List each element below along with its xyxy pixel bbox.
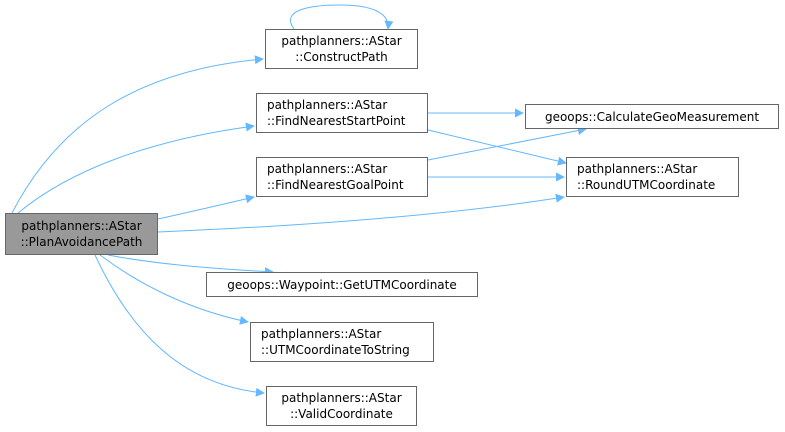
node-line: pathplanners::AStar (577, 162, 698, 176)
edge-plan-to-startpt (17, 122, 255, 214)
node-utm-coordinate-to-string[interactable]: pathplanners::AStar ::UTMCoordinateToStr… (250, 322, 434, 362)
node-line: geoops::CalculateGeoMeasurement (544, 109, 760, 124)
node-line: pathplanners::AStar (21, 219, 142, 233)
node-line: ::ValidCoordinate (290, 407, 393, 421)
edge-plan-to-getutm (107, 254, 274, 277)
node-line: pathplanners::AStar (261, 327, 382, 341)
node-line: ::ConstructPath (295, 50, 388, 64)
node-line: pathplanners::AStar (281, 34, 402, 48)
node-line: ::RoundUTMCoordinate (577, 178, 716, 192)
node-plan-avoidance-path[interactable]: pathplanners::AStar ::PlanAvoidancePath (5, 213, 158, 255)
edge-plan-to-goalpt (157, 194, 255, 220)
node-line: ::PlanAvoidancePath (20, 235, 143, 249)
node-line: pathplanners::AStar (267, 98, 388, 112)
edge-plan-to-valid (94, 254, 265, 397)
node-valid-coordinate[interactable]: pathplanners::AStar ::ValidCoordinate (266, 386, 417, 426)
node-round-utm-coordinate[interactable]: pathplanners::AStar ::RoundUTMCoordinate (566, 157, 739, 197)
edge-plan-to-construct (11, 55, 264, 214)
node-find-nearest-start-point[interactable]: pathplanners::AStar ::FindNearestStartPo… (256, 93, 428, 133)
node-get-utm-coordinate[interactable]: geoops::Waypoint::GetUTMCoordinate (206, 272, 478, 297)
node-line: pathplanners::AStar (281, 391, 402, 405)
node-construct-path[interactable]: pathplanners::AStar ::ConstructPath (265, 29, 418, 69)
node-line: ::FindNearestStartPoint (267, 114, 406, 128)
node-line: pathplanners::AStar (267, 162, 388, 176)
node-line: ::FindNearestGoalPoint (267, 178, 404, 192)
node-line: geoops::Waypoint::GetUTMCoordinate (227, 277, 457, 292)
node-find-nearest-goal-point[interactable]: pathplanners::AStar ::FindNearestGoalPoi… (256, 157, 428, 197)
edge-construct-to-construct (290, 4, 394, 30)
edge-plan-to-tostring (99, 254, 249, 325)
node-calculate-geo-measurement[interactable]: geoops::CalculateGeoMeasurement (525, 104, 779, 129)
node-line: ::UTMCoordinateToString (261, 343, 410, 357)
edge-plan-to-round (157, 193, 565, 233)
edge-goalpt-to-calcgeo (427, 126, 587, 161)
